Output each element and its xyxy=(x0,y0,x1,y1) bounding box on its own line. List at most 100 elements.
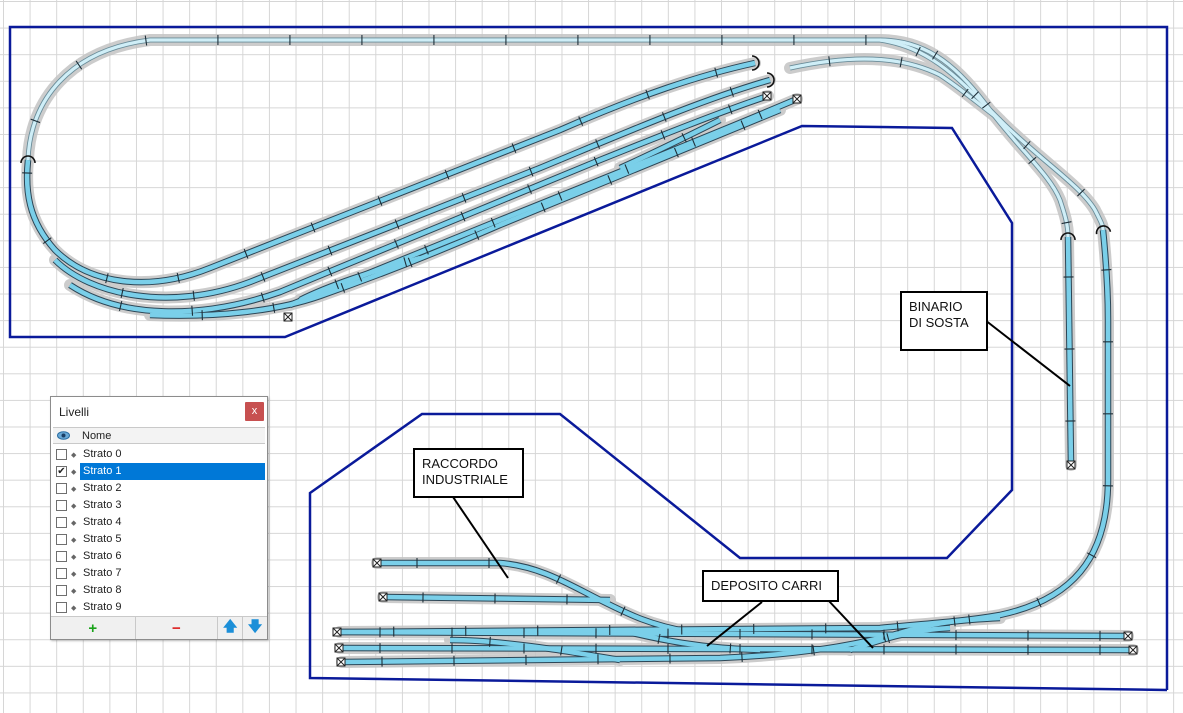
rail-joint xyxy=(310,222,316,233)
layer-row[interactable]: ✔◆Strato 1 xyxy=(53,463,265,480)
rail-joint xyxy=(645,89,650,100)
rail-joint xyxy=(192,290,195,301)
move-up-button[interactable]: 🡅 xyxy=(218,617,244,639)
buffer-stop-icon xyxy=(1066,460,1076,470)
rail-joint xyxy=(593,156,599,167)
layer-name: Strato 8 xyxy=(83,584,122,596)
layer-bullet-icon: ◆ xyxy=(71,604,77,612)
track-fill-segment xyxy=(1065,236,1074,466)
layer-name: Strato 2 xyxy=(83,482,122,494)
layer-visibility-checkbox[interactable] xyxy=(56,483,67,494)
rail-joint xyxy=(1061,221,1072,225)
rail-joint xyxy=(120,287,124,299)
rail-joint xyxy=(42,237,52,244)
layers-panel[interactable]: Livelli x Nome ◆Strato 0✔◆Strato 1◆Strat… xyxy=(50,396,268,640)
rail-joint xyxy=(488,636,491,647)
layer-visibility-checkbox[interactable] xyxy=(56,500,67,511)
rail-joint xyxy=(461,193,467,203)
buffer-stop-icon xyxy=(283,312,293,322)
track-fill-segment xyxy=(449,637,621,663)
buffer-stop-icon xyxy=(334,643,344,653)
layers-panel-toolbar: + − 🡅 🡇 xyxy=(51,616,267,639)
upper-loop-fill xyxy=(26,38,1105,238)
layer-visibility-checkbox[interactable] xyxy=(56,551,67,562)
buffer-stop-icon xyxy=(336,657,346,667)
layer-bullet-icon: ◆ xyxy=(71,587,77,595)
layer-name: Strato 5 xyxy=(83,533,122,545)
upper-fill-segment xyxy=(879,38,1105,231)
rail-joint xyxy=(560,645,563,656)
track-fill-segment xyxy=(68,93,769,314)
rail-joint xyxy=(377,196,383,206)
buffer-stop-icon xyxy=(1123,631,1133,641)
rail-joint xyxy=(260,292,265,303)
rail-joint xyxy=(460,211,466,222)
track-fill-segment xyxy=(619,117,722,171)
rail-joint xyxy=(728,104,733,115)
track-fill-segment xyxy=(619,627,761,653)
rail-joint xyxy=(191,305,194,316)
rail-joint xyxy=(729,643,732,654)
layers-panel-titlebar[interactable]: Livelli x xyxy=(51,397,267,427)
layer-row[interactable]: ◆Strato 7 xyxy=(53,565,265,582)
layer-bullet-icon: ◆ xyxy=(71,485,77,493)
column-name-header[interactable]: Nome xyxy=(82,429,112,442)
rail-joint xyxy=(30,118,41,124)
track-fill-layer xyxy=(24,60,1134,665)
label-binario-di-sosta[interactable]: BINARIO DI SOSTA xyxy=(900,291,988,351)
layers-column-header: Nome xyxy=(53,427,265,444)
rail-joint xyxy=(490,217,496,228)
layer-visibility-checkbox[interactable]: ✔ xyxy=(56,465,67,477)
rail-joint xyxy=(740,120,746,131)
upper-fill-segment xyxy=(26,38,1070,238)
layer-visibility-checkbox[interactable] xyxy=(56,585,67,596)
buffer-stops xyxy=(20,55,1138,667)
rail-joint xyxy=(403,257,408,268)
layer-row[interactable]: ◆Strato 3 xyxy=(53,497,265,514)
rail-joint xyxy=(357,271,363,282)
rail-joint xyxy=(896,621,899,632)
eye-icon[interactable] xyxy=(53,431,73,440)
rail-joint xyxy=(75,60,83,70)
remove-layer-button[interactable]: − xyxy=(136,617,219,639)
layer-row[interactable]: ◆Strato 5 xyxy=(53,531,265,548)
layer-row[interactable]: ◆ Strato 2 xyxy=(53,480,265,497)
rail-joint xyxy=(340,282,346,293)
layer-visibility-checkbox[interactable] xyxy=(56,534,67,545)
label-deposito-carri[interactable]: DEPOSITO CARRI xyxy=(702,570,839,602)
layer-visibility-checkbox[interactable] xyxy=(56,568,67,579)
label-raccordo-industriale[interactable]: RACCORDO INDUSTRIALE xyxy=(413,448,524,498)
rail-joint xyxy=(260,272,266,282)
close-button[interactable]: x xyxy=(245,402,264,421)
rail-joint xyxy=(953,616,956,627)
layer-visibility-checkbox[interactable] xyxy=(56,602,67,613)
rail-joint xyxy=(932,50,939,60)
rail-joint xyxy=(673,147,679,158)
layer-bullet-icon: ◆ xyxy=(71,519,77,527)
track-fill-segment xyxy=(24,60,756,285)
layer-row[interactable]: ◆Strato 6 xyxy=(53,548,265,565)
buffer-stop-icon xyxy=(762,91,772,101)
board-boundary xyxy=(8,25,1169,692)
layer-name: Strato 9 xyxy=(83,601,122,613)
tunnel-portal-icon xyxy=(20,155,36,164)
rail-joint xyxy=(327,245,333,256)
layer-bullet-icon: ◆ xyxy=(71,553,77,561)
layers-list: ◆Strato 0✔◆Strato 1◆Strato 2◆Strato 3◆St… xyxy=(53,446,265,616)
track-fill-segment xyxy=(298,255,421,303)
layer-row[interactable]: ◆Strato 4 xyxy=(53,514,265,531)
rail-joint xyxy=(1036,597,1042,608)
leader-lines xyxy=(452,319,1071,649)
layer-row[interactable]: ◆ Strato 8 xyxy=(53,582,265,599)
rail-joint xyxy=(828,56,831,67)
move-down-button[interactable]: 🡇 xyxy=(247,618,263,634)
layer-row[interactable]: ◆Strato 0 xyxy=(53,446,265,463)
leader-binario xyxy=(984,319,1071,387)
layer-name: Strato 1 xyxy=(80,463,265,480)
layer-visibility-checkbox[interactable] xyxy=(56,517,67,528)
layer-row[interactable]: ◆ Strato 9 xyxy=(53,599,265,616)
layer-visibility-checkbox[interactable] xyxy=(56,449,67,460)
rail-joint xyxy=(971,91,979,100)
add-layer-button[interactable]: + xyxy=(51,617,136,639)
